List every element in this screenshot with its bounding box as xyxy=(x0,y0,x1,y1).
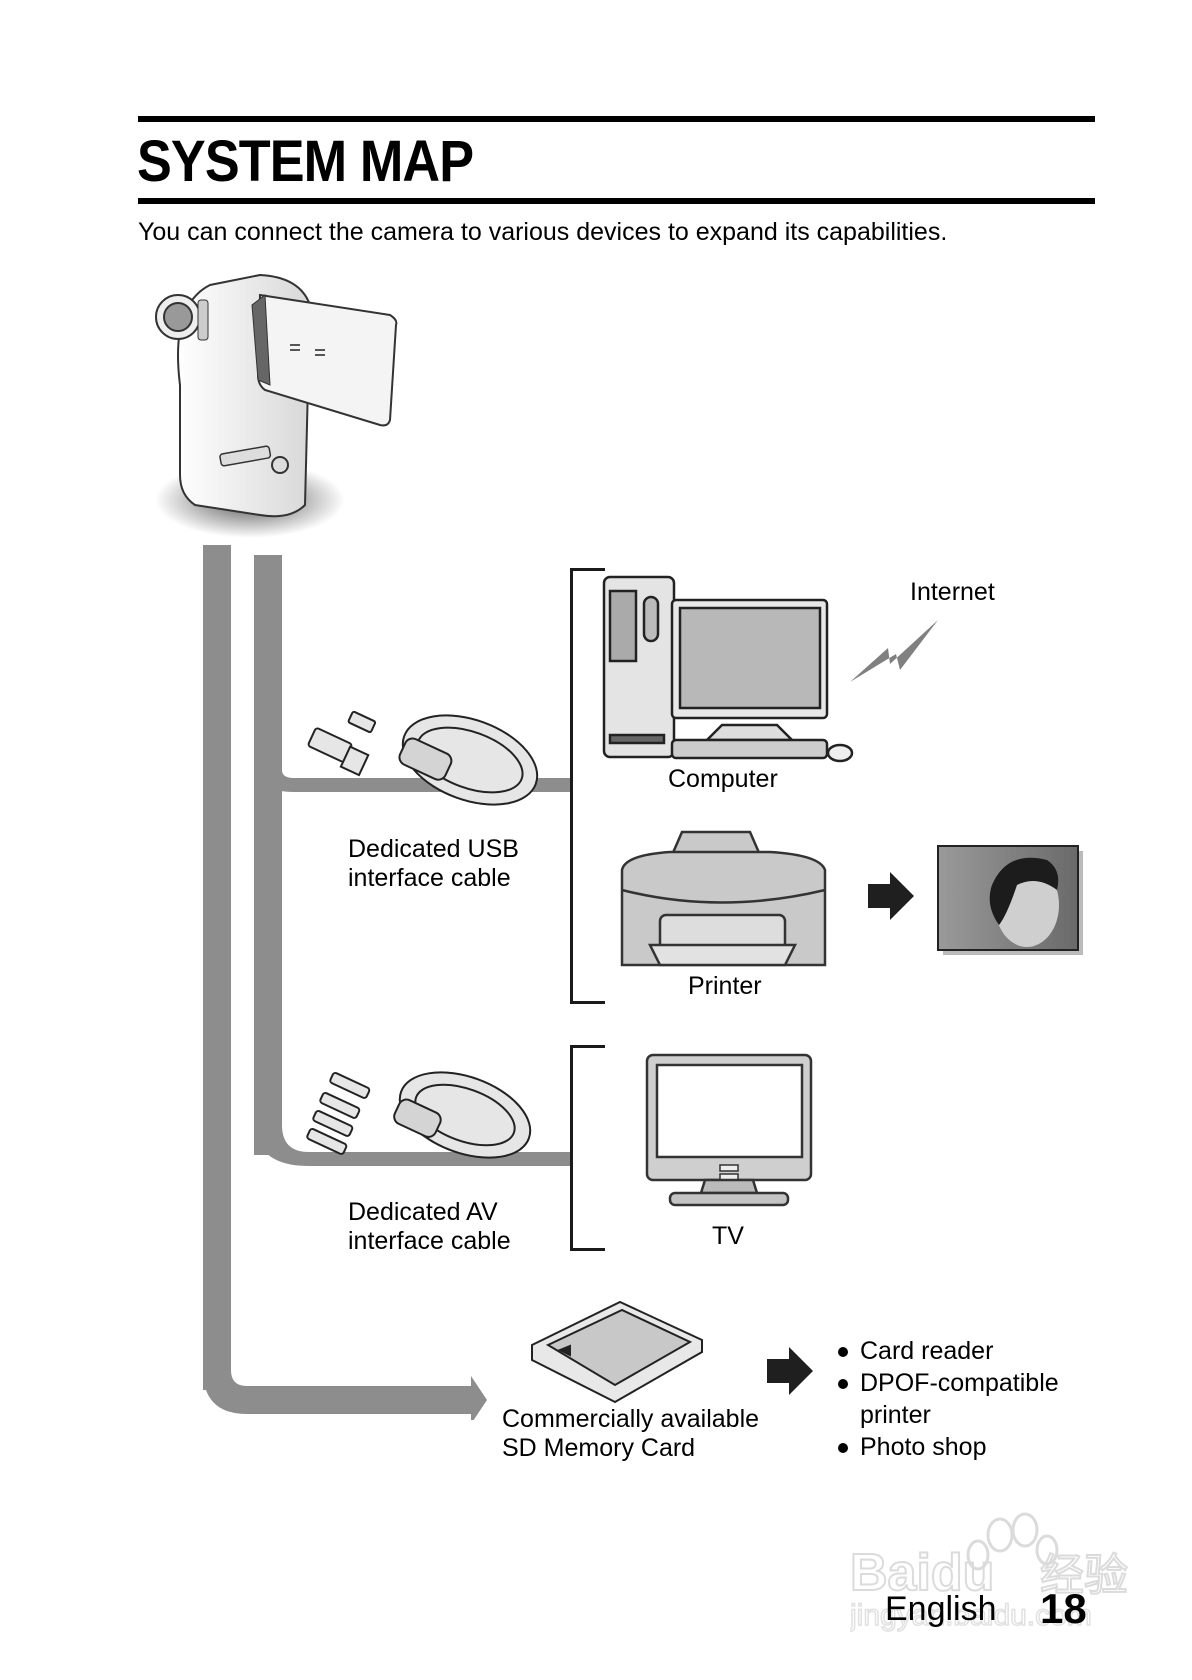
list-item: DPOF-compatible xyxy=(836,1367,1059,1399)
av-branch xyxy=(254,1080,570,1166)
av-cable-icon xyxy=(306,1071,532,1159)
usb-device-bracket xyxy=(570,568,605,1004)
av-device-bracket xyxy=(570,1045,605,1251)
sd-card-label: Commercially available SD Memory Card xyxy=(502,1405,759,1463)
watermark-brand-cn: 经验 xyxy=(1040,1550,1128,1601)
usb-cable-icon xyxy=(307,710,539,806)
sd-connector-arrow xyxy=(203,1340,487,1420)
page-number: 18 xyxy=(1040,1585,1087,1632)
tv-label: TV xyxy=(712,1222,744,1250)
page-title: SYSTEM MAP xyxy=(137,129,474,194)
list-item: Card reader xyxy=(836,1335,1059,1367)
watermark-brand: Baidu xyxy=(850,1544,994,1602)
usb-label-line2: interface cable xyxy=(348,864,511,892)
camcorder-icon xyxy=(155,273,398,538)
baidu-watermark-logo: Baidu 经验 jingyan.baidu.com xyxy=(850,1512,1129,1633)
printer-icon xyxy=(620,830,827,967)
arrow-right-icon xyxy=(868,872,914,920)
watermark-url: jingyan.baidu.com xyxy=(850,1599,1092,1632)
sd-uses-list: Card reader DPOF-compatible printer Phot… xyxy=(836,1335,1059,1463)
list-item-continuation: printer xyxy=(860,1401,931,1429)
desktop-computer-icon xyxy=(602,575,854,763)
page-subtitle: You can connect the camera to various de… xyxy=(138,218,948,246)
footer-language: English xyxy=(885,1590,997,1628)
computer-label: Computer xyxy=(668,765,778,793)
printed-photo-icon xyxy=(937,845,1083,955)
header-bottom-rule xyxy=(138,198,1095,204)
internet-label: Internet xyxy=(910,578,995,606)
av-cable-label: Dedicated AV interface cable xyxy=(348,1198,511,1256)
usb-cable-label: Dedicated USB interface cable xyxy=(348,835,519,893)
tv-icon xyxy=(645,1053,813,1207)
sd-label-line2: SD Memory Card xyxy=(502,1434,696,1462)
usb-label-line1: Dedicated USB xyxy=(348,835,519,863)
arrow-right-icon xyxy=(767,1347,813,1395)
sd-label-line1: Commercially available xyxy=(502,1405,760,1433)
header-top-rule xyxy=(138,116,1095,122)
lightning-icon xyxy=(850,620,938,682)
cable-connector-vertical xyxy=(254,555,282,1155)
printer-label: Printer xyxy=(688,972,762,1000)
list-item: Photo shop xyxy=(836,1431,1059,1463)
av-label-line1: Dedicated AV xyxy=(348,1198,498,1226)
sd-connector-vertical xyxy=(203,545,231,1390)
av-label-line2: interface cable xyxy=(348,1227,511,1255)
sd-card-icon xyxy=(531,1300,703,1404)
